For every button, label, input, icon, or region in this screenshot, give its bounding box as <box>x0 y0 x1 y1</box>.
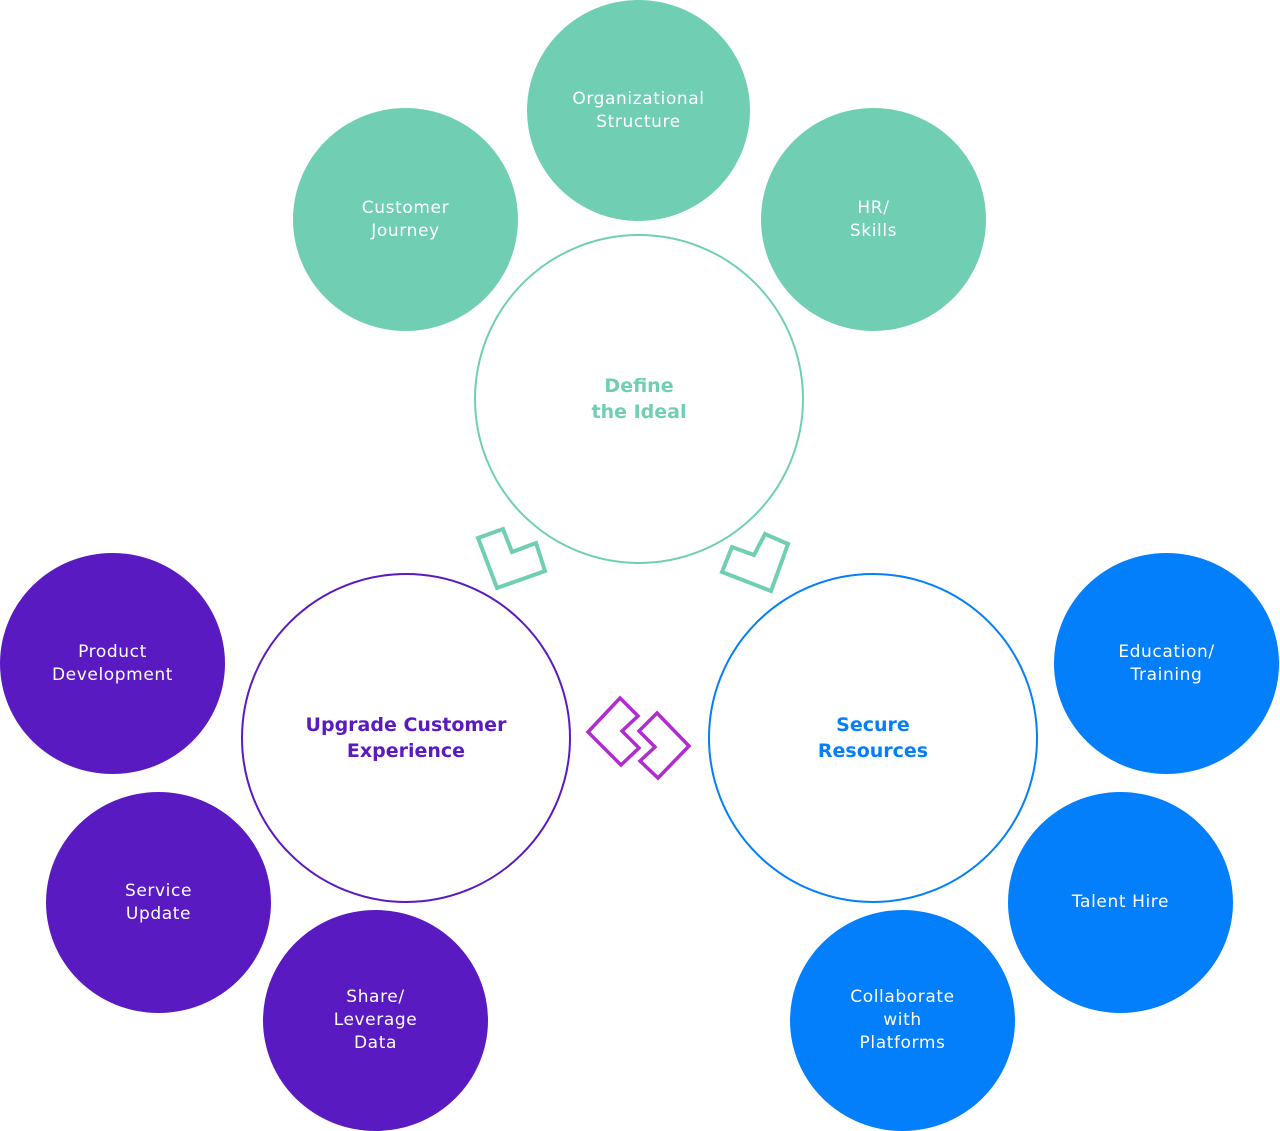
define-item-organizational-structure: Organizational Structure <box>527 0 750 221</box>
l-chevron-arrow-icon <box>719 531 791 594</box>
upgrade-item-label: Service Update <box>124 880 193 924</box>
hub-secure-resources: Secure Resources <box>708 573 1038 903</box>
hub-label: Upgrade Customer Experience <box>305 714 507 762</box>
hub-label: Secure Resources <box>817 714 929 762</box>
secure-item-label: Education/ Training <box>1118 641 1215 685</box>
l-chevron-arrow-icon <box>475 526 548 591</box>
define-item-label: HR/ Skills <box>849 197 898 241</box>
upgrade-item-label: Share/ Leverage Data <box>333 987 418 1053</box>
upgrade-item-label: Product Development <box>51 641 174 685</box>
upgrade-item-service-update: Service Update <box>46 792 271 1013</box>
secure-item-label: Collaborate with Platforms <box>850 987 955 1053</box>
secure-item-education-training: Education/ Training <box>1054 553 1279 774</box>
double-chevron-exchange-icon <box>585 695 692 781</box>
secure-item-talent-hire: Talent Hire <box>1008 792 1233 1013</box>
hub-define-the-ideal: Define the Ideal <box>474 234 804 564</box>
secure-item-label: Talent Hire <box>1071 892 1170 912</box>
upgrade-item-product-development: Product Development <box>0 553 225 774</box>
hub-upgrade-customer-experience: Upgrade Customer Experience <box>241 573 571 903</box>
define-item-label: Customer Journey <box>361 197 450 241</box>
define-item-hr-skills: HR/ Skills <box>761 108 986 331</box>
upgrade-item-share-leverage-data: Share/ Leverage Data <box>263 910 488 1131</box>
define-item-label: Organizational Structure <box>572 88 705 132</box>
define-item-customer-journey: Customer Journey <box>293 108 518 331</box>
hub-label: Define the Ideal <box>591 375 687 423</box>
secure-item-collaborate-with-platforms: Collaborate with Platforms <box>790 910 1015 1131</box>
